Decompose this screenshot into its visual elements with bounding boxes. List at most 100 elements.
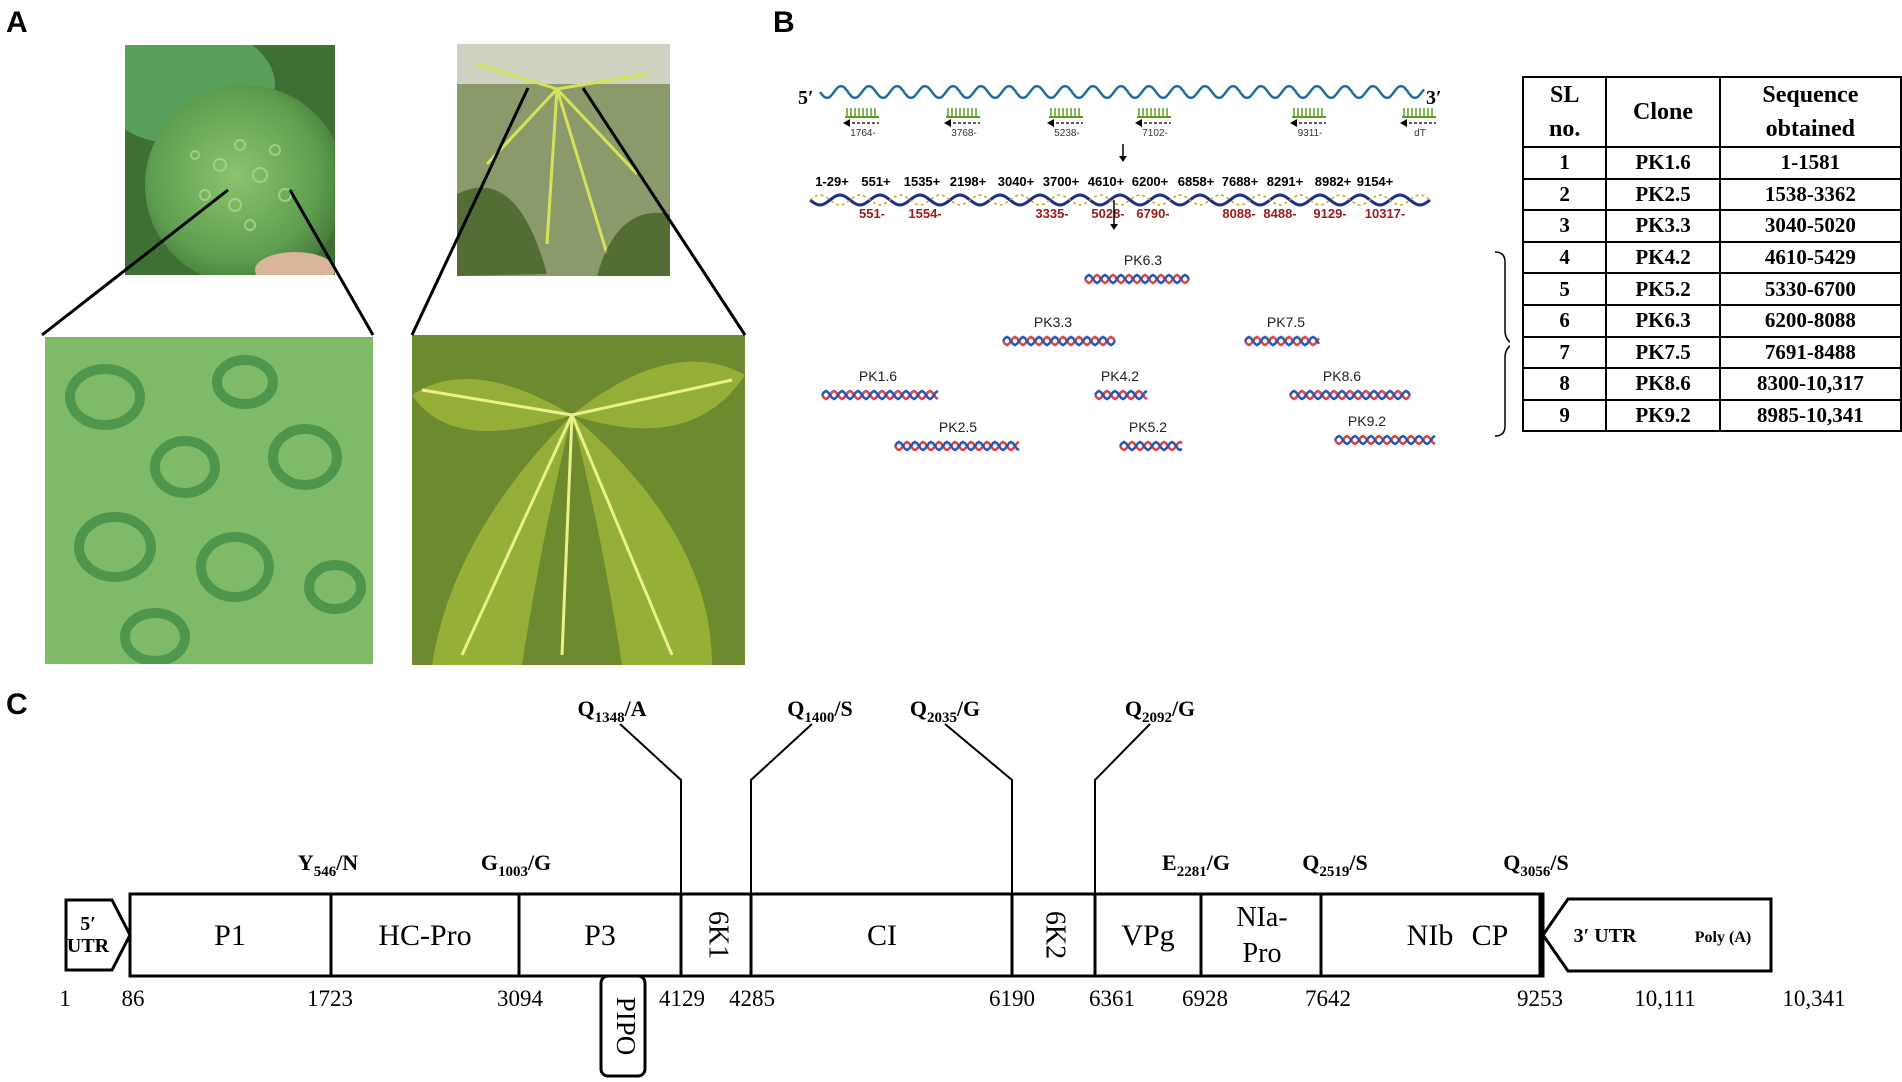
utr5-label-line1: 5′ (80, 913, 96, 935)
rt-primer: 7102- (1135, 108, 1171, 139)
table-cell-sl: 4 (1521, 240, 1608, 275)
panel-label-a: A (6, 6, 28, 39)
utr3-arrow (1541, 897, 1773, 973)
genome-position: 3094 (497, 986, 544, 1011)
rt-primer-label: 1764- (850, 128, 876, 139)
table-cell-sl: 1 (1521, 146, 1608, 180)
papaya-leaf-photo (457, 44, 670, 276)
panel-label-c: C (6, 688, 28, 721)
clone-pk2-5: PK2.5 (893, 419, 1020, 452)
table-cell-clone: PK1.6 (1605, 146, 1721, 180)
rt-primer-label: 7102- (1142, 128, 1168, 139)
table-cell-sequence: 7691-8488 (1718, 335, 1902, 370)
pipo-box (599, 974, 647, 1078)
forward-primer-label: 8982+ (1315, 174, 1352, 189)
clone-label: PK3.3 (1034, 314, 1072, 330)
genomic-rna-strand (819, 84, 1425, 100)
table-cell-clone: PK7.5 (1605, 335, 1721, 370)
genome-position: 10,111 (1634, 986, 1696, 1011)
reverse-primer-label: 551- (859, 206, 885, 221)
clone-pk3-3: PK3.3 (1001, 314, 1117, 347)
reverse-primer-label: 5028- (1091, 206, 1124, 221)
gene-label-nia-pro: NIa- (1236, 902, 1287, 933)
panel-label-b: B (773, 6, 795, 39)
table-cell-sequence: 4610-5429 (1718, 240, 1902, 275)
table-cell-sl: 6 (1521, 303, 1608, 338)
cleavage-site-upper: Q1348/A (577, 696, 646, 726)
clone-pk1-6: PK1.6 (820, 368, 939, 401)
forward-primer-label: 6200+ (1132, 174, 1169, 189)
genome-position: 6361 (1089, 986, 1135, 1011)
forward-primer-label: 4610+ (1088, 174, 1125, 189)
clone-pk6-3: PK6.3 (1083, 252, 1191, 285)
table-cell-sequence: 6200-8088 (1718, 303, 1902, 338)
gene-label-p3: P3 (584, 919, 616, 952)
reverse-primer-label: 9129- (1313, 206, 1346, 221)
table-cell-sl: 5 (1521, 272, 1608, 306)
reverse-primer-label: 8088- (1222, 206, 1255, 221)
cleavage-site-upper: Q2092/G (1125, 696, 1195, 726)
zoom-lines (41, 87, 747, 337)
clone-label: PK4.2 (1101, 368, 1139, 384)
pipo-label: PIPO (611, 997, 641, 1056)
forward-primer-label: 2198+ (950, 174, 987, 189)
clone-label: PK7.5 (1267, 314, 1305, 330)
header-clone: Clone (1605, 76, 1721, 148)
rt-primer: 1764- (843, 108, 879, 139)
cleavage-site-lower: Y546/N (298, 850, 359, 880)
genome-position: 9253 (1517, 986, 1563, 1011)
forward-primer-label: 3040+ (998, 174, 1035, 189)
table-cell-sl: 3 (1521, 209, 1608, 243)
table-cell-sequence: 8985-10,341 (1718, 398, 1902, 433)
table-cell-sequence: 8300-10,317 (1718, 367, 1902, 401)
clone-pk9-2: PK9.2 (1333, 413, 1436, 446)
table-cell-sl: 2 (1521, 177, 1608, 212)
genome-position: 6190 (989, 986, 1035, 1011)
rt-primer: 9311- (1290, 108, 1326, 139)
genome-position: 10,341 (1782, 986, 1845, 1011)
gene-label-nia-pro-line2: Pro (1243, 938, 1282, 969)
cleavage-site-lower: Q3056/S (1503, 850, 1568, 880)
cleavage-pointer (944, 723, 1013, 894)
utr3-label: 3′ UTR (1574, 925, 1637, 947)
forward-primer-label: 6858+ (1178, 174, 1215, 189)
gene-label-p1: P1 (214, 919, 246, 952)
fruit-closeup-photo (45, 337, 373, 664)
cleavage-pointer (750, 723, 813, 894)
reverse-primer-label: 6790- (1136, 206, 1169, 221)
gene-label-cp: CP (1472, 919, 1509, 952)
table-cell-sl: 7 (1521, 335, 1608, 370)
genome-position: 6928 (1182, 986, 1228, 1011)
polyprotein-box (128, 892, 1545, 978)
cleavage-site-upper: Q2035/G (910, 696, 980, 726)
cdna-strand-blue (809, 193, 1431, 207)
table-cell-clone: PK4.2 (1605, 240, 1721, 275)
table-cell-sl: 8 (1521, 367, 1608, 401)
cleavage-site-upper: Q1400/S (787, 696, 852, 726)
table-cell-clone: PK8.6 (1605, 367, 1721, 401)
rt-primer-label: dT (1414, 128, 1426, 139)
reverse-primer-label: 3335- (1035, 206, 1068, 221)
forward-primer-label: 3700+ (1043, 174, 1080, 189)
genome-position: 86 (122, 986, 145, 1011)
reverse-primer-label: 8488- (1263, 206, 1296, 221)
rt-primer: dT (1400, 108, 1436, 139)
table-cell-clone: PK9.2 (1605, 398, 1721, 433)
table-cell-sequence: 1538-3362 (1718, 177, 1902, 212)
clone-pk5-2: PK5.2 (1118, 419, 1183, 452)
table-cell-clone: PK5.2 (1605, 272, 1721, 306)
clone-brace (1494, 251, 1510, 437)
leaf-closeup-photo (412, 335, 745, 665)
table-cell-clone: PK3.3 (1605, 209, 1721, 243)
papaya-fruit-photo (125, 45, 335, 275)
arrow-head-1 (1119, 156, 1127, 162)
rt-primer-label: 3768- (951, 128, 977, 139)
clone-label: PK2.5 (939, 419, 977, 435)
